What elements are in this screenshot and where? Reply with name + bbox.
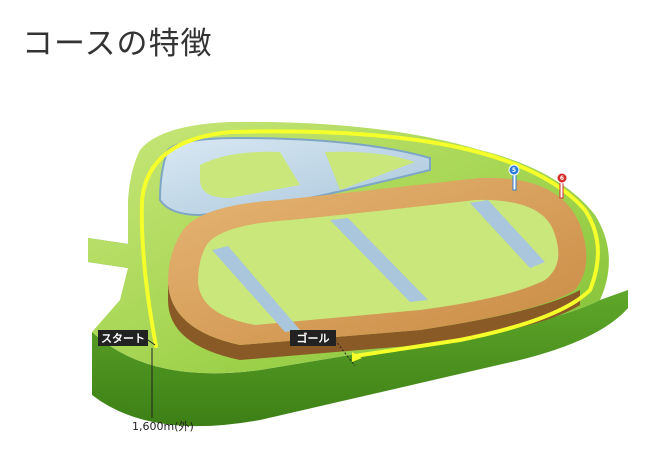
infield-cross-path [212,246,300,332]
infield-cross-path-2 [330,218,428,302]
infield-cross-path-3 [470,200,545,268]
start-label-text: スタート [101,332,145,345]
furlong-marker-6: 6 [556,172,568,199]
dirt-track-side [168,282,580,360]
start-label: スタート [98,330,148,346]
goal-label-text: ゴール [297,331,330,345]
marker-6-icon [556,172,568,184]
furlong-marker-5: 5 [508,164,520,191]
infield-water-cutout [200,151,300,198]
marker-6-label: 6 [560,175,564,182]
course-route-line [139,129,600,358]
distance-label: 1,600m(外) [132,420,194,433]
start-leader-line [147,339,156,346]
marker-5-icon [508,164,520,176]
infield-water-cutout-2 [325,151,415,190]
goal-label: ゴール [290,330,336,346]
marker-5-label: 5 [512,167,516,174]
page-title: コースの特徴 [22,26,213,62]
route-arrow-icon [352,352,362,362]
goal-leader-line [334,339,356,367]
